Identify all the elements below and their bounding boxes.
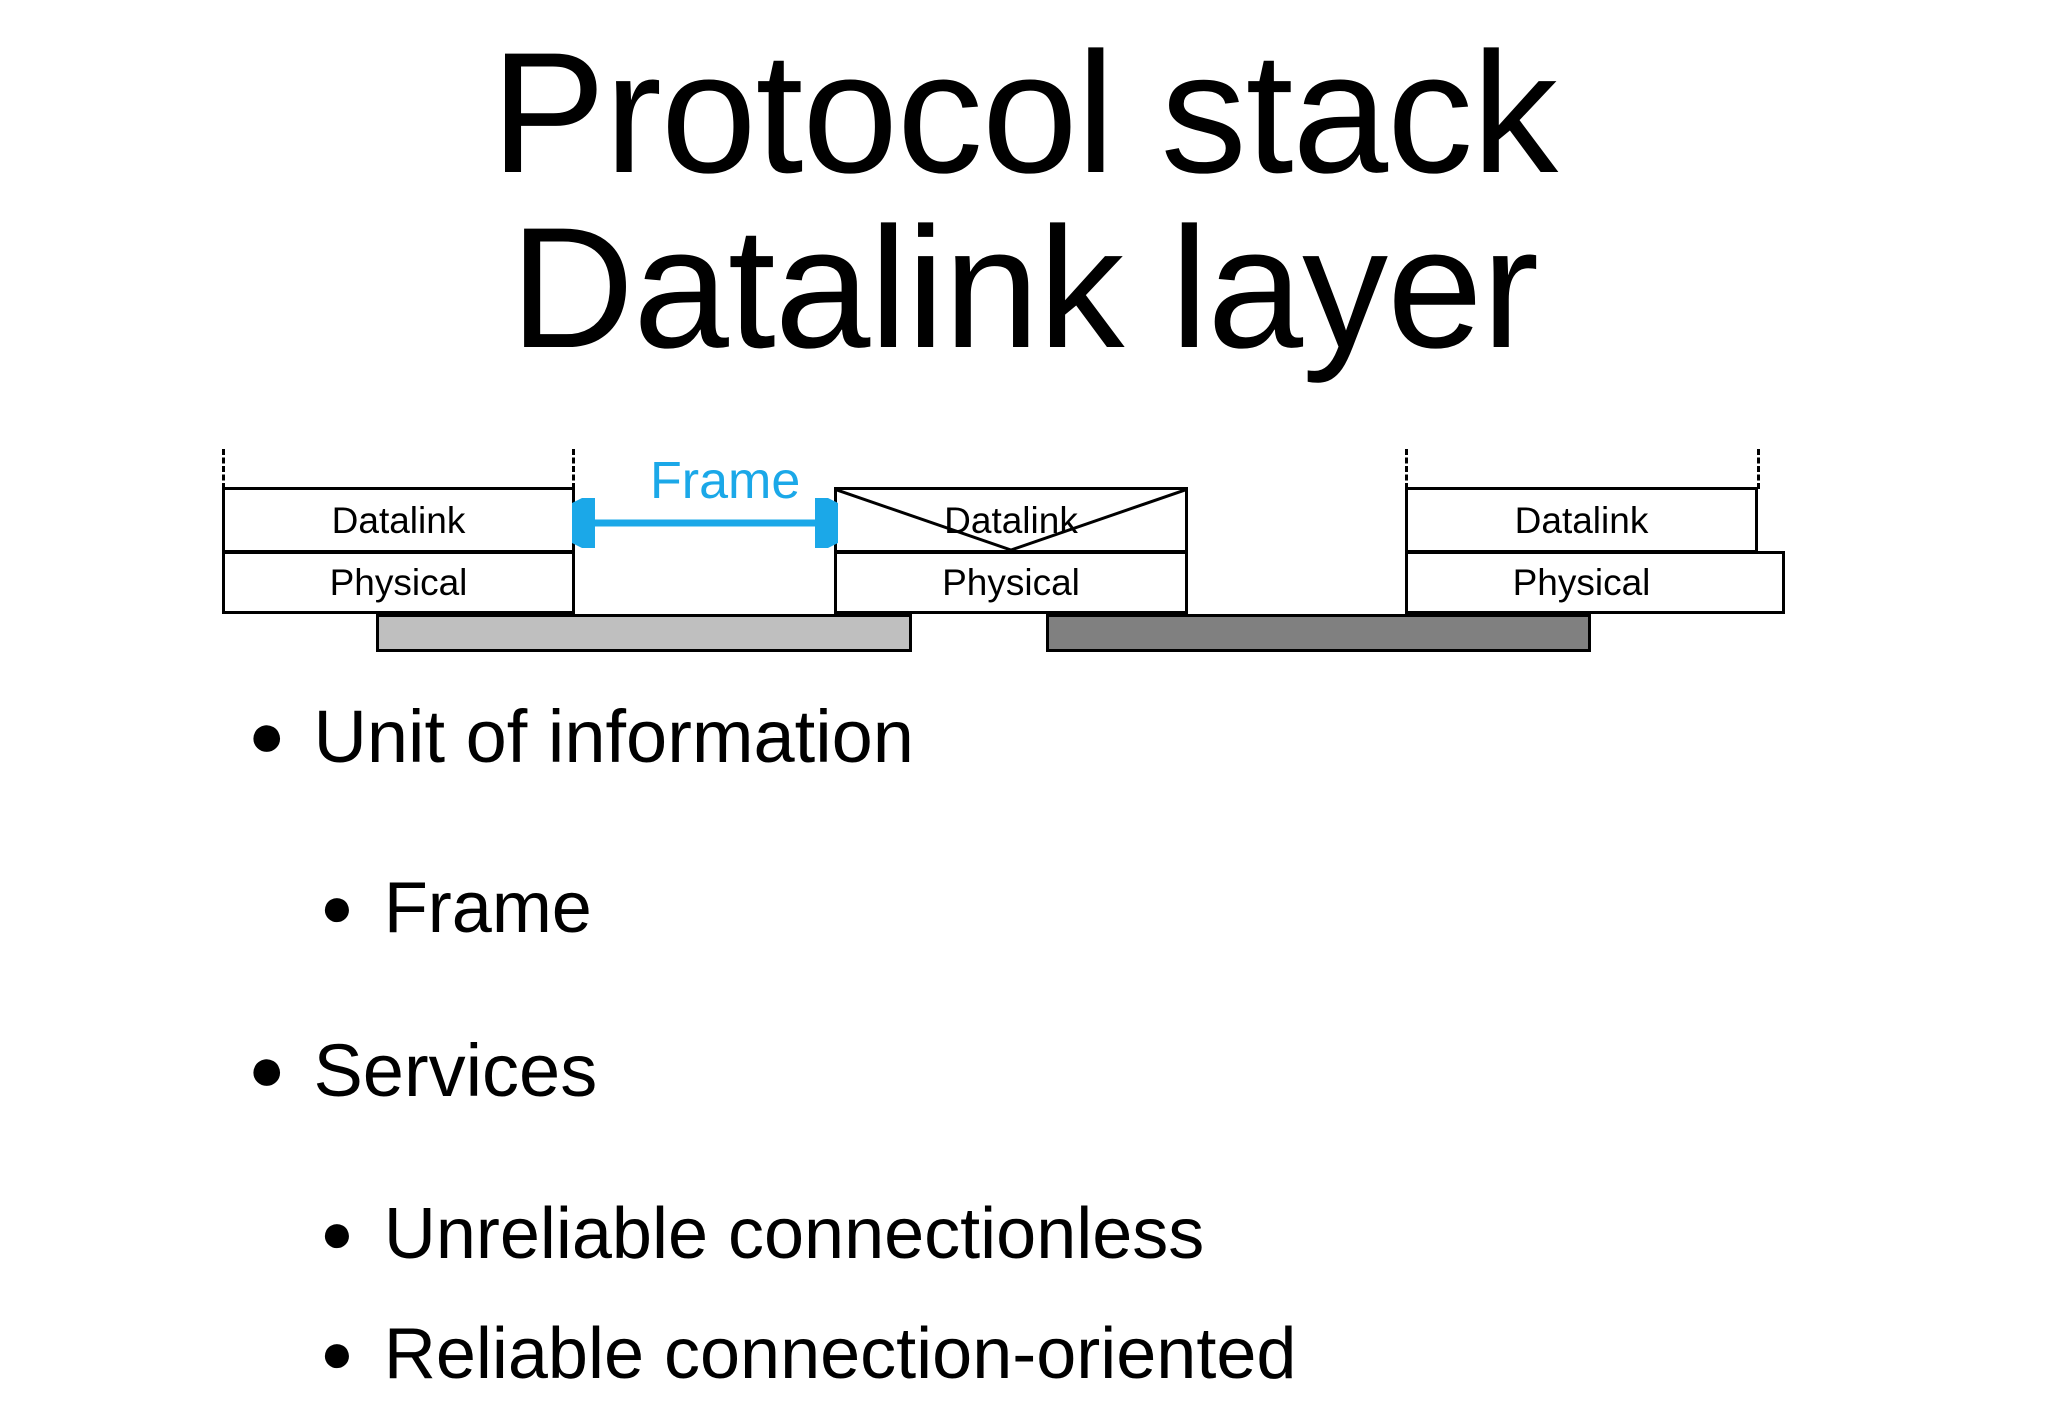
guide-line-left-a	[222, 449, 225, 489]
medium-bar-left	[376, 614, 912, 652]
relay-cross-icon	[837, 490, 1185, 550]
bullet-item-services: ● Services	[0, 1034, 2048, 1108]
bullet-list: ● Unit of information ● Frame ● Services…	[0, 700, 2048, 1391]
bullet-dot-icon: ●	[320, 875, 354, 938]
stack-right-physical-label: Physical	[1512, 562, 1651, 603]
stack-right-physical-cell: Physical	[1405, 551, 1785, 614]
page-title: Protocol stack Datalink layer	[0, 17, 2048, 385]
bullet-label: Unit of information	[313, 695, 914, 778]
guide-line-left-b	[572, 449, 575, 489]
page-title-line-1: Protocol stack	[490, 17, 1558, 209]
bullet-dot-icon: ●	[248, 1035, 286, 1104]
bullet-spacer	[0, 1270, 2048, 1318]
stack-left-physical-label: Physical	[329, 562, 468, 603]
frame-double-arrow-icon	[572, 498, 838, 548]
frame-annotation-label: Frame	[650, 452, 801, 510]
bullet-spacer	[0, 1108, 2048, 1198]
bullet-dot-icon: ●	[248, 701, 286, 770]
bullet-item-unreliable-connectionless: ● Unreliable connectionless	[0, 1198, 2048, 1270]
stack-middle-datalink-label: Datalink	[944, 499, 1078, 541]
bullet-dot-icon: ●	[320, 1201, 354, 1264]
bullet-label: Unreliable connectionless	[383, 1194, 1205, 1274]
bullet-item-frame: ● Frame	[0, 872, 2048, 944]
stack-middle-physical-label: Physical	[942, 562, 1080, 603]
stack-middle-physical-cell: Physical	[834, 551, 1188, 614]
bullet-dot-icon: ●	[320, 1321, 354, 1384]
guide-line-right-a	[1405, 449, 1408, 489]
guide-line-right-b	[1757, 449, 1760, 489]
bullet-item-reliable-connection-oriented: ● Reliable connection-oriented	[0, 1318, 2048, 1390]
stack-right-datalink-label: Datalink	[1514, 499, 1649, 541]
bullet-label: Reliable connection-oriented	[383, 1314, 1297, 1394]
bullet-spacer	[0, 774, 2048, 872]
bullet-spacer	[0, 944, 2048, 1034]
bullet-label: Services	[313, 1029, 598, 1112]
medium-bar-right	[1046, 614, 1591, 652]
bullet-item-unit-of-information: ● Unit of information	[0, 700, 2048, 774]
stack-right-datalink-cell: Datalink	[1405, 487, 1758, 553]
stack-left-physical-cell: Physical	[222, 551, 575, 614]
stack-middle-datalink-cell: Datalink	[834, 487, 1188, 553]
stack-left-datalink-cell: Datalink	[222, 487, 575, 553]
page-title-line-2: Datalink layer	[510, 192, 1539, 385]
stack-left-datalink-label: Datalink	[331, 499, 466, 541]
bullet-label: Frame	[383, 868, 592, 948]
